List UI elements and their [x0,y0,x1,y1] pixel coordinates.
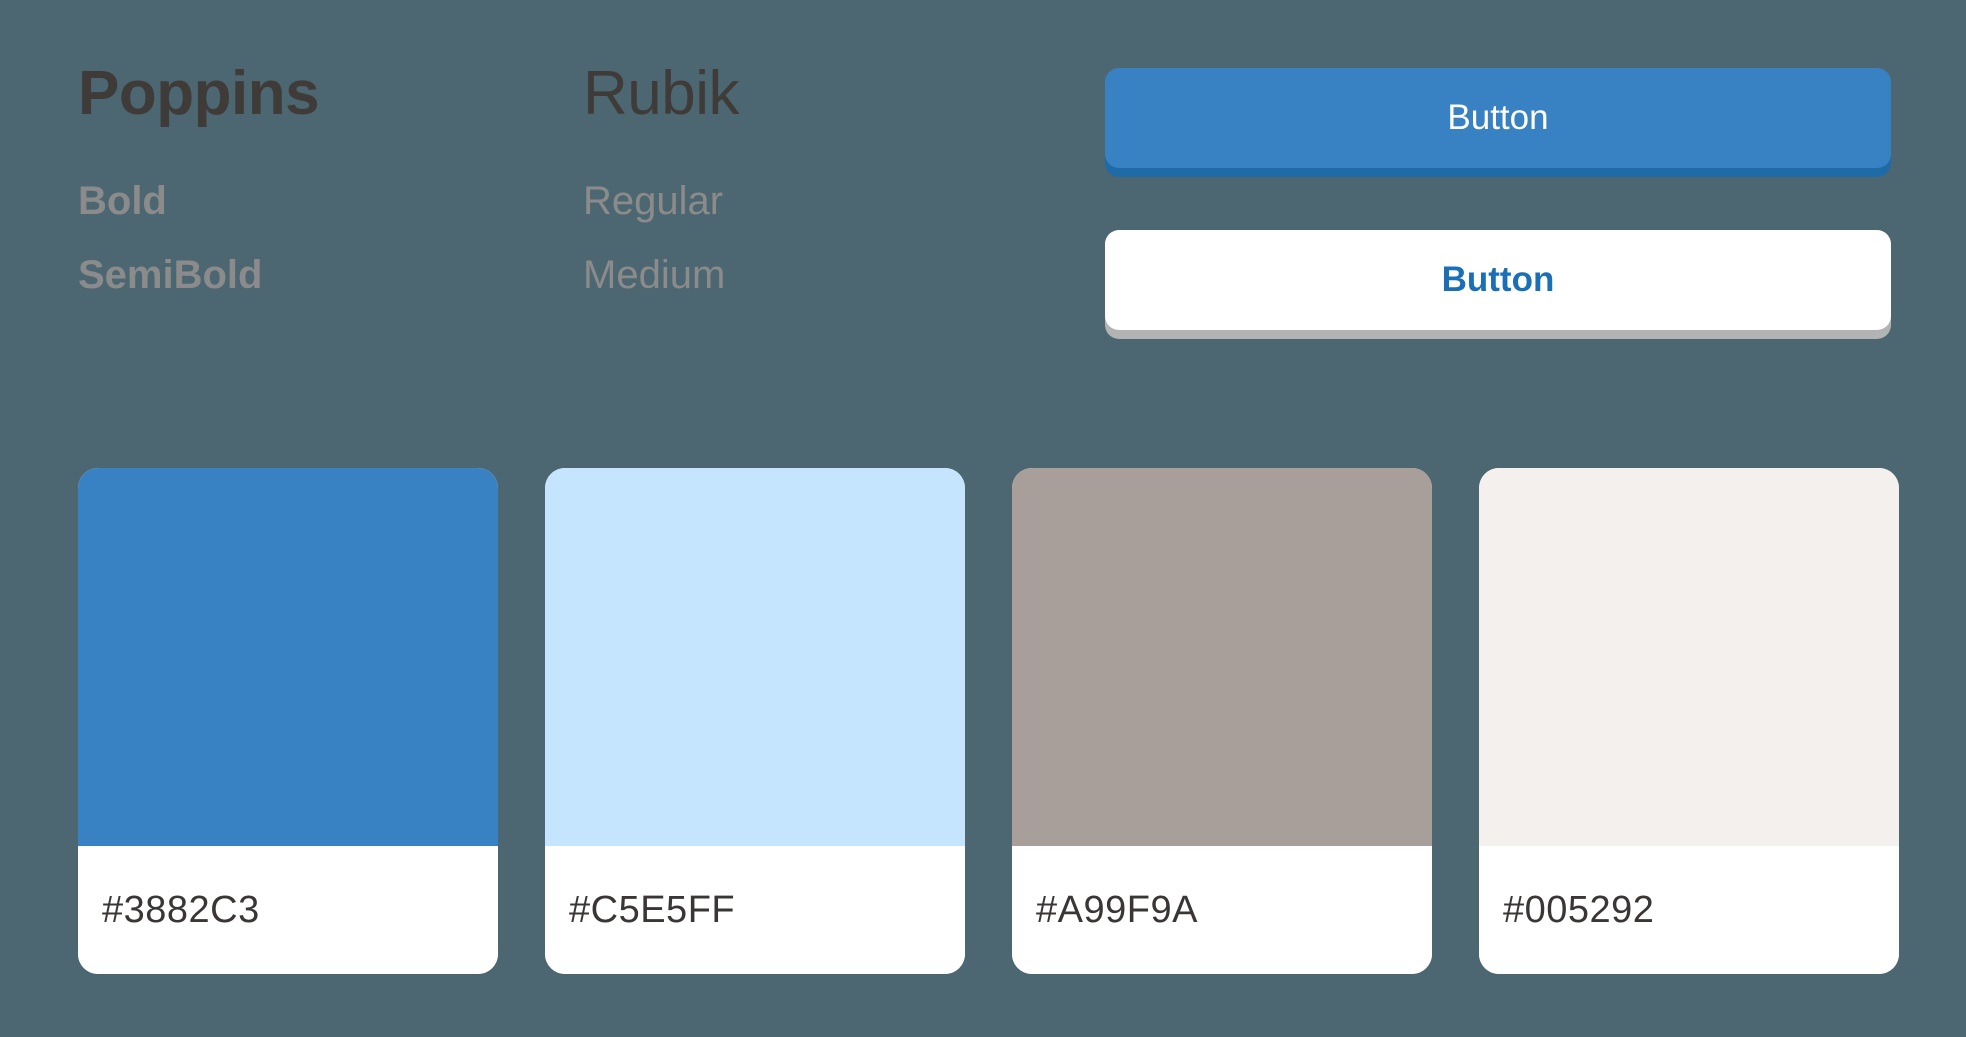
typeface-column-rubik: Rubik Regular Medium [583,62,1088,295]
swatch-card[interactable]: #3882C3 [78,468,498,974]
swatch-color-fill [545,468,965,846]
typeface-name-poppins: Poppins [78,59,320,128]
typeface-weight-poppins-semibold: SemiBold [78,253,263,298]
swatch-color-fill [1012,468,1432,846]
swatch-hex-label: #3882C3 [78,846,498,974]
button-specimens: Button Button [1105,68,1891,330]
color-palette: #3882C3 #C5E5FF #A99F9A #005292 [78,468,1899,974]
swatch-card[interactable]: #C5E5FF [545,468,965,974]
typography-section: Poppins Bold SemiBold Rubik Regular Medi… [78,62,1088,295]
swatch-color-fill [78,468,498,846]
secondary-button[interactable]: Button [1105,230,1891,330]
typeface-weight-rubik-regular: Regular [583,179,724,224]
typeface-column-poppins: Poppins Bold SemiBold [78,62,583,295]
typeface-weight-rubik-medium: Medium [583,253,726,298]
swatch-hex-label: #005292 [1479,846,1899,974]
swatch-card[interactable]: #005292 [1479,468,1899,974]
swatch-hex-label: #C5E5FF [545,846,965,974]
swatch-hex-label: #A99F9A [1012,846,1432,974]
typeface-name-rubik: Rubik [583,59,740,128]
primary-button[interactable]: Button [1105,68,1891,168]
swatch-card[interactable]: #A99F9A [1012,468,1432,974]
swatch-color-fill [1479,468,1899,846]
typeface-weight-poppins-bold: Bold [78,179,167,224]
